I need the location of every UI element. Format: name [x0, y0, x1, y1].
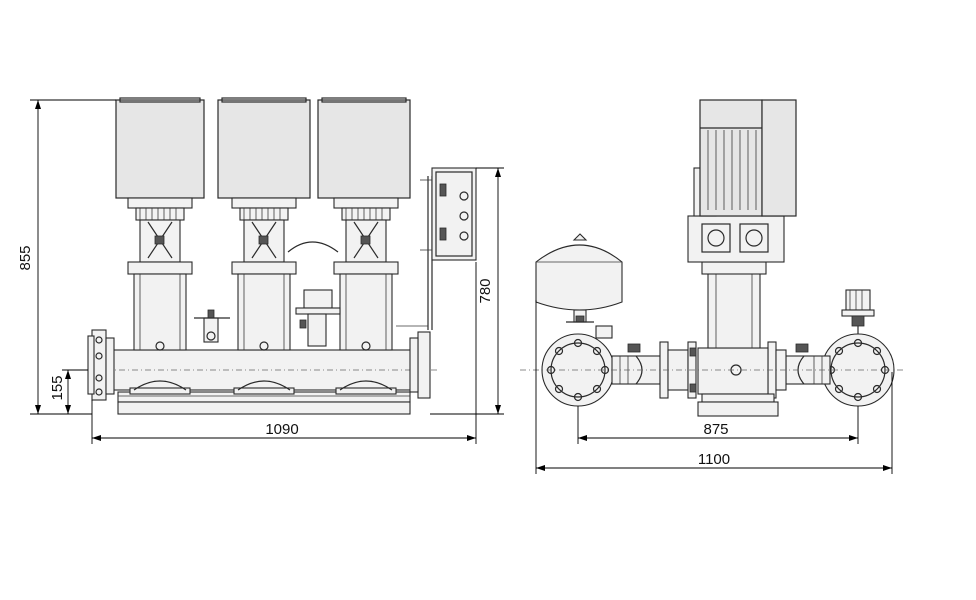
front-view: 855 155 780 1090	[17, 97, 504, 444]
pump-3	[317, 97, 411, 395]
dimension-855: 855	[17, 99, 116, 415]
side-inlet-flange	[541, 325, 615, 407]
dimension-label-875: 875	[703, 421, 728, 438]
dimension-1100: 1100	[535, 300, 893, 474]
dimension-label-155: 155	[49, 375, 66, 400]
pressure-switch	[295, 289, 341, 347]
pump-1	[115, 97, 205, 395]
dimension-label-1090: 1090	[265, 421, 298, 438]
side-pressure-switch	[841, 289, 875, 334]
side-valve-left	[611, 343, 661, 385]
pipe-link	[287, 241, 339, 253]
side-valve-right	[785, 343, 831, 385]
dimension-155: 155	[49, 369, 88, 414]
dimension-1090: 1090	[91, 262, 477, 444]
manifold-pipe	[80, 349, 440, 391]
control-bracket	[396, 176, 433, 330]
base-frame	[117, 391, 411, 415]
side-motor	[687, 99, 797, 263]
side-view: 875 1100	[520, 99, 906, 474]
inlet-flange	[87, 329, 115, 401]
dimension-label-855: 855	[17, 245, 34, 270]
pump-2	[217, 97, 311, 395]
check-valve	[194, 309, 230, 343]
dimension-780: 780	[430, 167, 504, 415]
side-pump-body	[697, 261, 779, 417]
dimension-875: 875	[577, 406, 859, 444]
dimension-label-780: 780	[477, 278, 494, 303]
dimension-label-1100: 1100	[698, 451, 730, 468]
pressure-tank	[535, 233, 623, 323]
control-box	[420, 167, 477, 261]
outlet-flange	[409, 331, 431, 399]
